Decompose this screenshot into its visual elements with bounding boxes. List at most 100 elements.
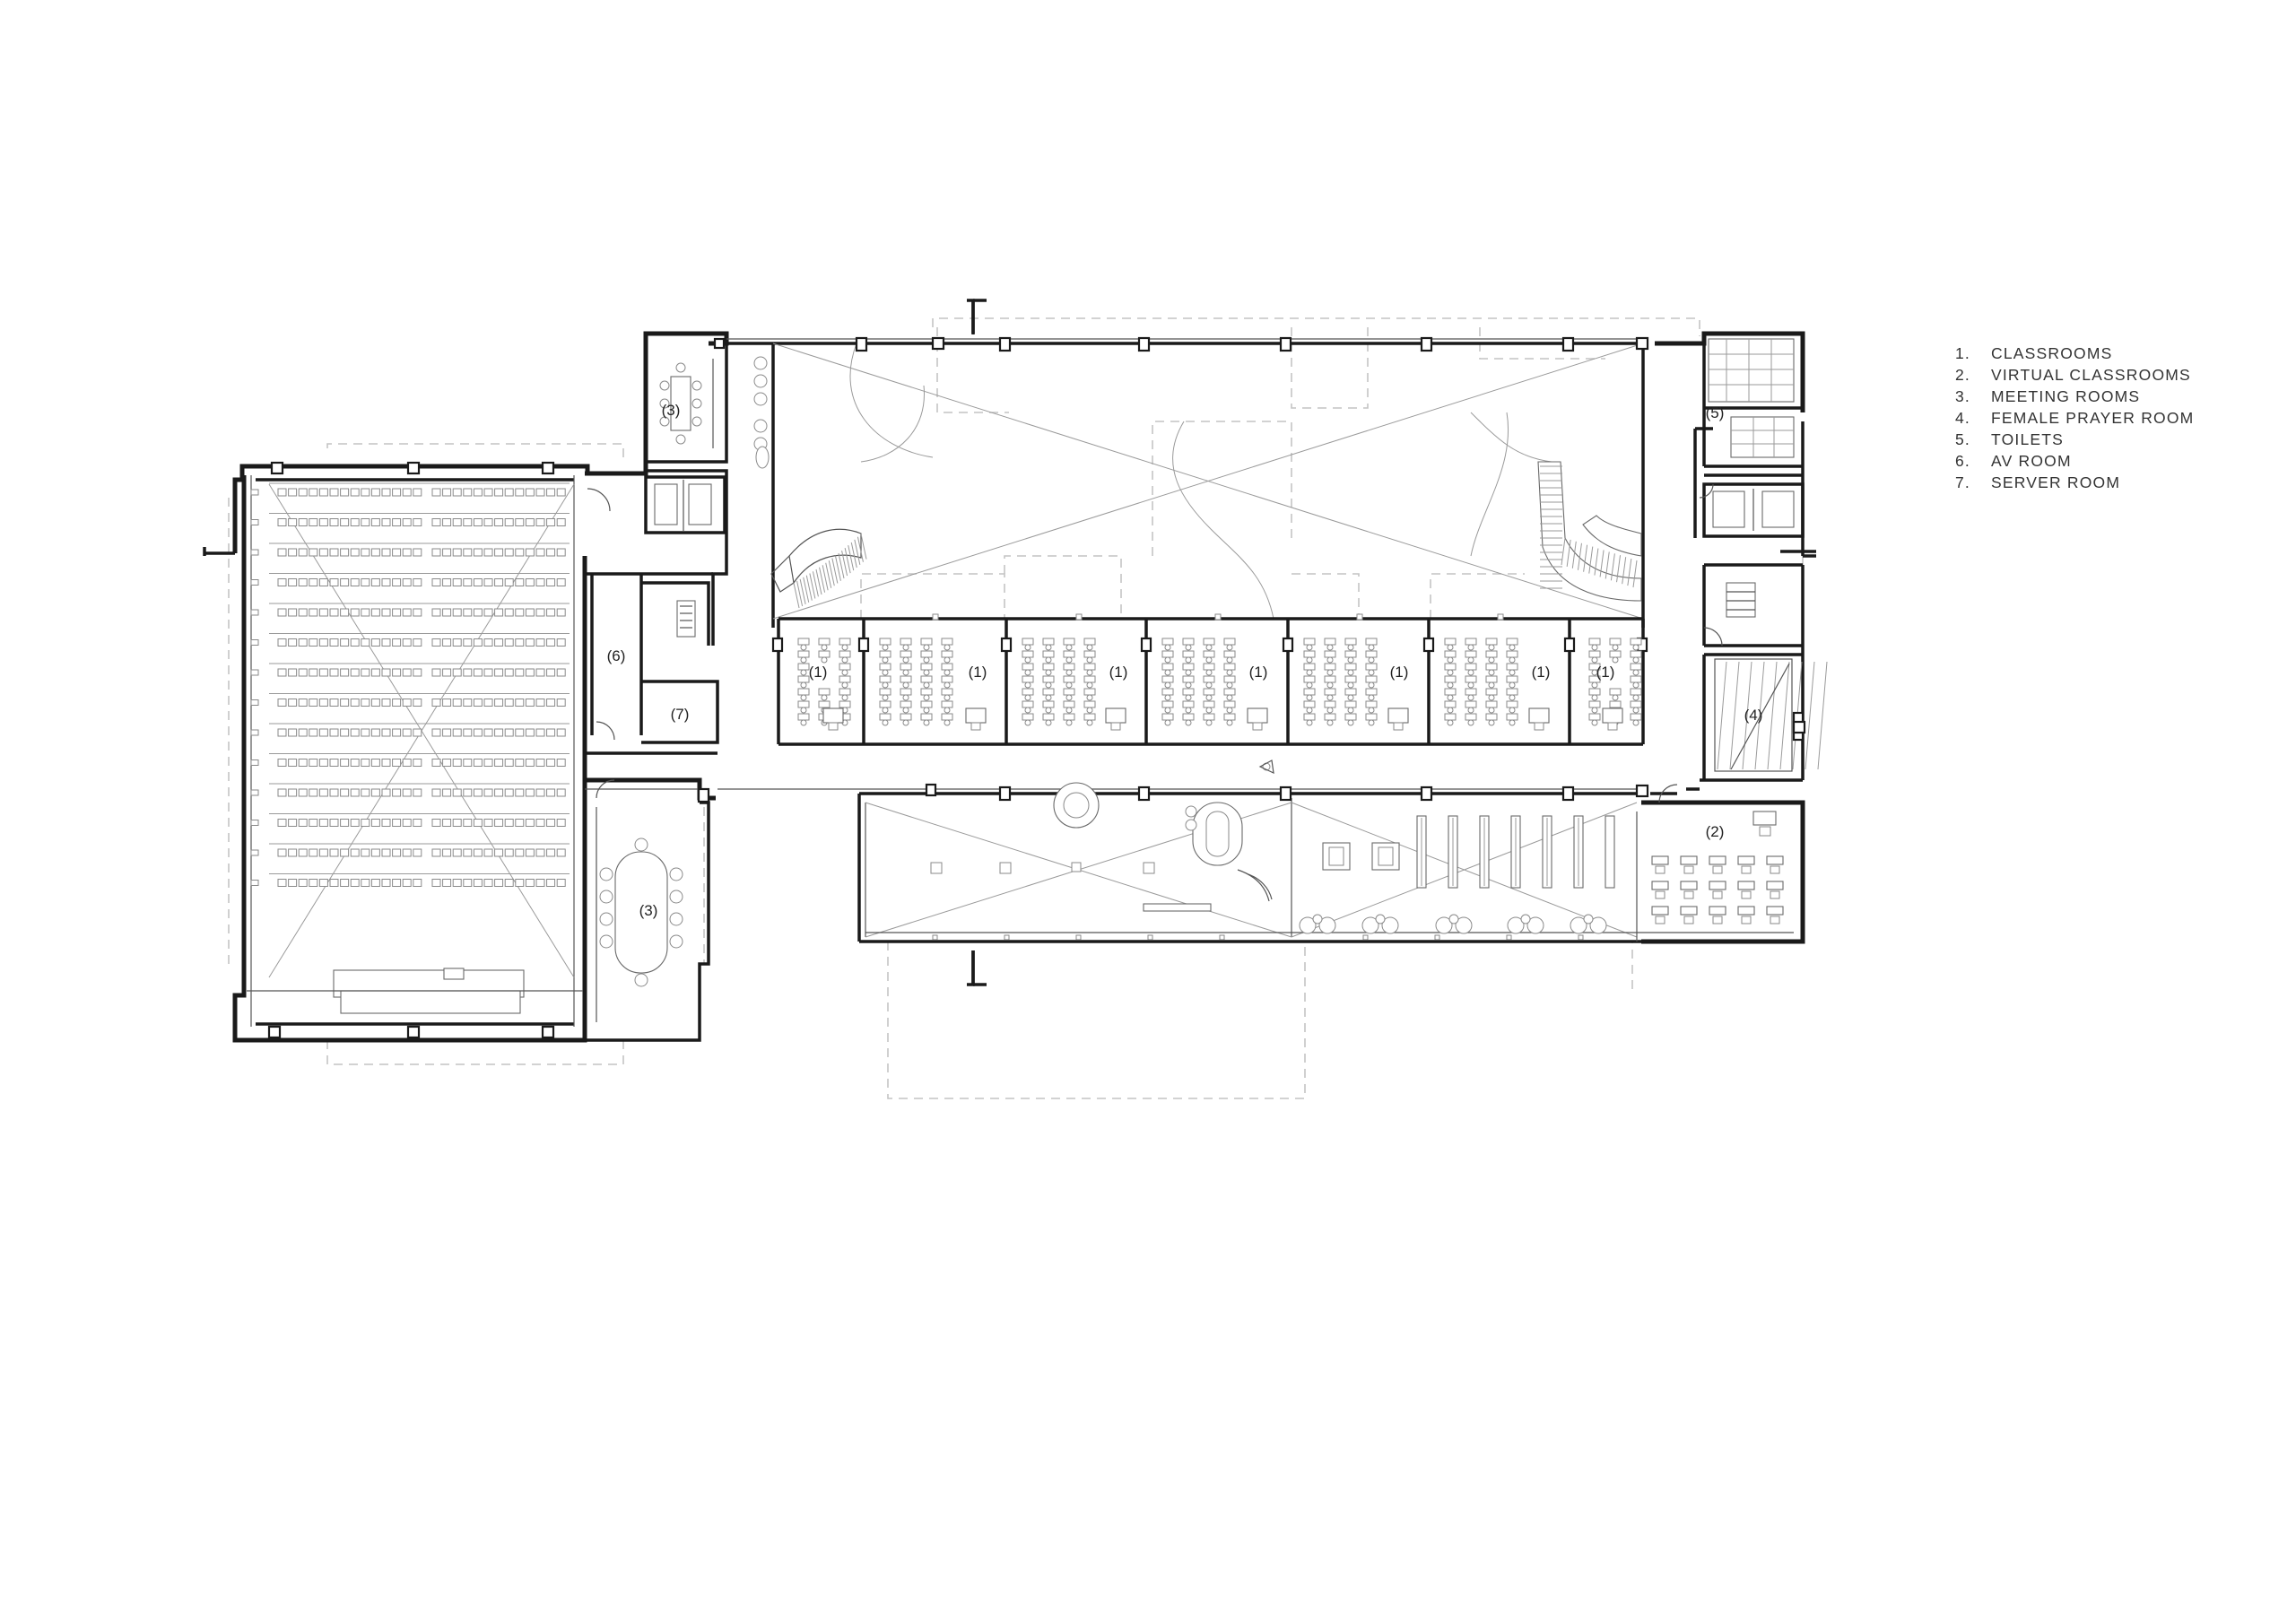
auditorium-seat	[288, 848, 298, 857]
auditorium-seat	[556, 518, 566, 526]
auditorium-seat	[546, 819, 556, 827]
stair-tread	[848, 544, 855, 571]
auditorium-seat	[402, 638, 412, 647]
student-desk	[1161, 713, 1174, 721]
auditorium-seat	[340, 668, 350, 677]
auditorium-seat	[483, 728, 493, 737]
room-tag-meeting-room-south: (3)	[639, 902, 658, 919]
auditorium-seat	[413, 759, 422, 767]
student-desk	[1324, 688, 1336, 696]
auditorium-seat	[442, 819, 452, 827]
auditorium-seat	[525, 699, 535, 707]
auditorium-seat	[556, 608, 566, 617]
student-desk	[1444, 713, 1457, 721]
student-chair	[1591, 669, 1598, 676]
student-desk	[1506, 638, 1518, 646]
student-chair	[944, 681, 951, 689]
auditorium-seat	[318, 848, 328, 857]
auditorium-seat	[504, 638, 514, 647]
auditorium-seat	[473, 699, 483, 707]
auditorium-seat	[340, 819, 350, 827]
auditorium-seat	[381, 578, 391, 586]
ceiling-marker	[932, 613, 939, 621]
student-chair	[1205, 656, 1213, 664]
student-desk	[1083, 688, 1096, 696]
student-chair	[944, 707, 951, 714]
student-chair	[1065, 669, 1073, 676]
student-chair	[1467, 669, 1474, 676]
auditorium-seat	[370, 578, 380, 586]
student-desk	[920, 688, 933, 696]
auditorium-seat	[340, 728, 350, 737]
student-chair	[1045, 656, 1052, 664]
student-desk	[1630, 663, 1642, 671]
auditorium-seat	[535, 548, 545, 557]
auditorium-seat	[402, 848, 412, 857]
legend-item-female-prayer-room: 4.FEMALE PRAYER ROOM	[1955, 409, 2195, 427]
student-desk	[797, 700, 810, 708]
auditorium-seat	[431, 488, 441, 497]
auditorium-seat	[392, 788, 402, 797]
auditorium-seat	[381, 518, 391, 526]
auditorium-seat	[361, 578, 370, 586]
student-chair	[1024, 644, 1031, 651]
stair-tread	[803, 577, 810, 603]
student-desk	[1324, 663, 1336, 671]
student-chair	[1488, 707, 1495, 714]
student-desk	[1588, 700, 1601, 708]
auditorium-seat	[494, 608, 504, 617]
side-table	[1448, 914, 1459, 924]
auditorium-seat	[370, 788, 380, 797]
student-desk	[1083, 675, 1096, 683]
auditorium-seat	[473, 668, 483, 677]
virtual-chair	[1741, 865, 1752, 874]
student-chair	[1488, 681, 1495, 689]
room-tag-classroom-2: (1)	[969, 664, 987, 681]
auditorium-seat	[402, 879, 412, 887]
prayer-mat-line	[1717, 661, 1727, 770]
student-chair	[944, 719, 951, 726]
student-chair	[1086, 707, 1093, 714]
student-chair	[923, 644, 930, 651]
column	[998, 785, 1012, 802]
student-desk	[879, 663, 891, 671]
student-desk	[1042, 713, 1055, 721]
stair-tread	[1610, 553, 1615, 581]
student-chair	[923, 669, 930, 676]
auditorium-seat	[381, 699, 391, 707]
room-tag-av-room: (6)	[607, 647, 626, 664]
virtual-chair	[1655, 890, 1665, 899]
auditorium-seat	[350, 699, 360, 707]
lounge-chair	[1318, 916, 1336, 934]
auditorium-seat	[350, 488, 360, 497]
partition-column	[1422, 637, 1435, 653]
teacher-desk	[1528, 707, 1550, 724]
student-desk	[1465, 663, 1477, 671]
student-desk	[1324, 638, 1336, 646]
prayer-mat-line	[1742, 661, 1752, 770]
student-desk	[1444, 675, 1457, 683]
auditorium-seat	[473, 578, 483, 586]
auditorium-seat	[525, 879, 535, 887]
auditorium-seat	[288, 548, 298, 557]
student-desk	[1182, 663, 1195, 671]
student-desk	[1344, 663, 1357, 671]
student-chair	[1447, 681, 1454, 689]
student-chair	[1632, 669, 1639, 676]
student-chair	[1326, 694, 1334, 701]
student-desk	[1609, 700, 1622, 708]
auditorium-seat	[525, 518, 535, 526]
student-chair	[841, 694, 848, 701]
student-chair	[1306, 719, 1313, 726]
student-chair	[1024, 681, 1031, 689]
auditorium-seat	[298, 518, 308, 526]
auditorium-seat	[361, 788, 370, 797]
student-chair	[1086, 681, 1093, 689]
atrium	[726, 336, 1649, 628]
teacher-chair	[1534, 722, 1544, 731]
student-chair	[841, 669, 848, 676]
student-chair	[1205, 719, 1213, 726]
auditorium-seat	[431, 578, 441, 586]
auditorium-seat	[298, 728, 308, 737]
auditorium-seat	[494, 488, 504, 497]
